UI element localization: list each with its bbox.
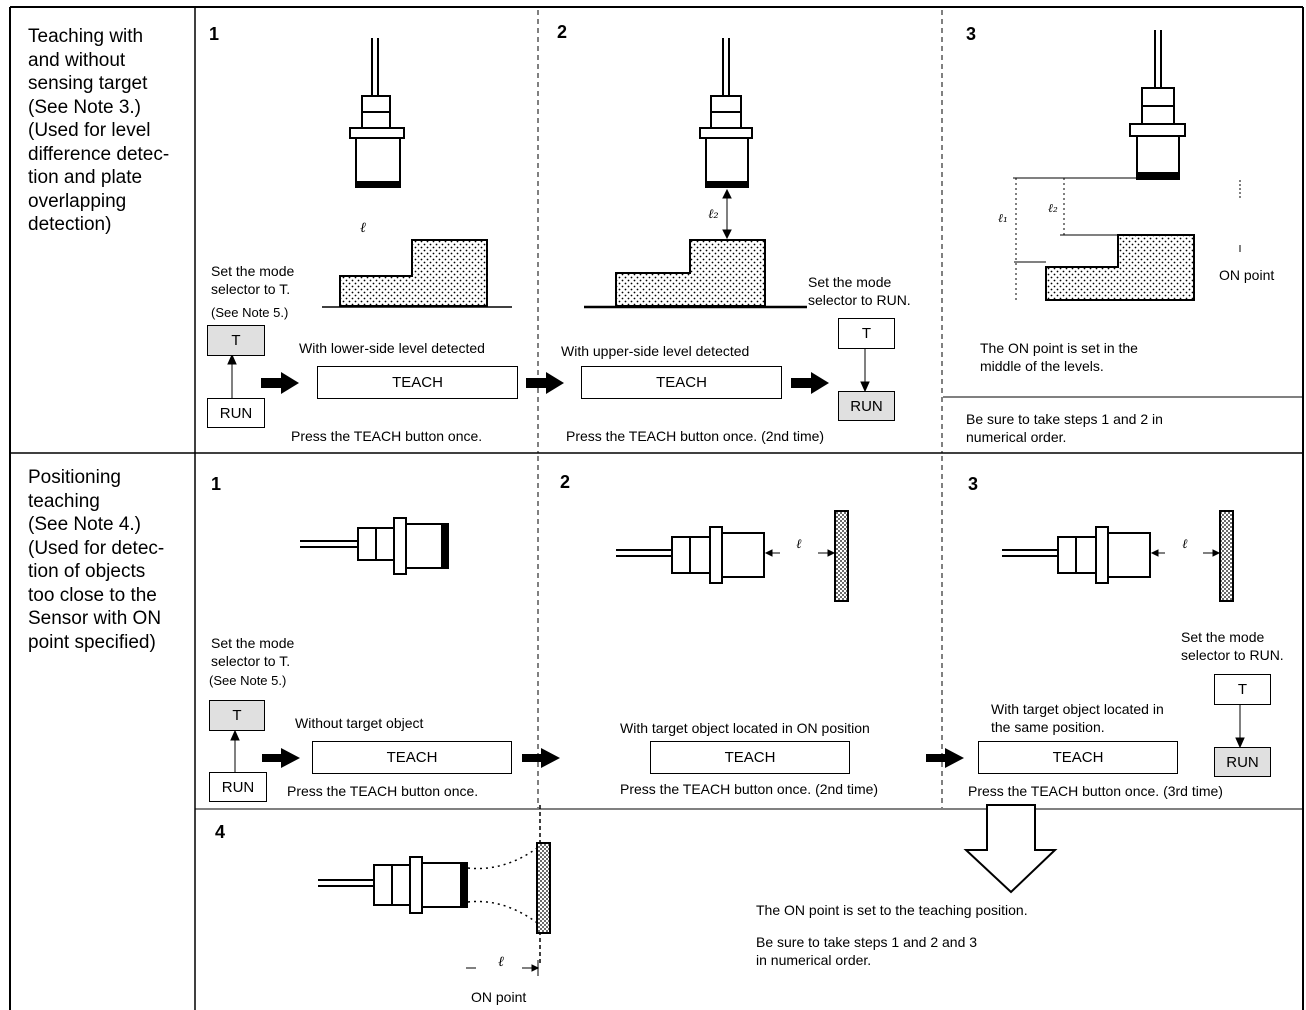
step-block-graphic <box>1045 234 1195 301</box>
press-instruction: Press the TEACH button once. <box>287 783 479 799</box>
selector-arrow-3 <box>230 729 240 773</box>
order-note: in numerical order. <box>756 952 872 968</box>
mode-instruction: selector to T. <box>211 653 291 669</box>
big-down-arrow-icon <box>963 804 1058 894</box>
mode-instruction: Set the mode <box>808 274 892 290</box>
row1-title: Teaching with and without sensing target… <box>28 26 170 235</box>
press-instruction: Press the TEACH button once. <box>291 428 483 444</box>
table-grid <box>9 6 1304 1010</box>
order-note: Be sure to take steps 1 and 2 and 3 <box>756 934 978 950</box>
teach-button[interactable]: TEACH <box>317 366 518 399</box>
step-caption: With upper-side level detected <box>561 343 750 359</box>
selector-arrow-2 <box>860 348 870 393</box>
selector-arrow-1 <box>227 353 237 398</box>
svg-text:ℓ: ℓ <box>1182 537 1188 552</box>
mode-run-box: RUN <box>209 772 267 802</box>
order-note: numerical order. <box>966 429 1067 445</box>
sensor-horizontal-icon <box>1002 526 1151 584</box>
step-number: 1 <box>209 24 220 44</box>
distance-symbol: ℓ <box>498 954 504 970</box>
target-plate-icon <box>1219 510 1234 602</box>
result-description: middle of the levels. <box>980 358 1104 374</box>
press-instruction: Press the TEACH button once. (2nd time) <box>620 781 879 797</box>
step-number: 3 <box>966 24 977 44</box>
step-number: 3 <box>968 474 979 494</box>
press-instruction: Press the TEACH button once. (3rd time) <box>968 783 1223 799</box>
step-number: 2 <box>557 22 568 42</box>
mode-t-box: T <box>209 700 265 731</box>
mode-t-box: T <box>1214 674 1271 705</box>
teach-button[interactable]: TEACH <box>650 741 850 774</box>
selector-arrow-4 <box>1235 705 1245 749</box>
on-point-label: ON point <box>1219 267 1275 283</box>
detection-beam <box>467 805 541 965</box>
press-instruction: Press the TEACH button once. (2nd time) <box>566 428 825 444</box>
flow-arrows-row1 <box>261 372 829 394</box>
sensor-vertical-icon <box>1129 30 1186 180</box>
result-description: The ON point is set to the teaching posi… <box>756 902 1028 918</box>
mode-t-box: T <box>838 318 895 349</box>
step-caption: the same position. <box>991 719 1105 735</box>
level-guides <box>1013 177 1241 300</box>
target-plate-icon <box>834 510 849 602</box>
mode-run-box: RUN <box>838 391 895 421</box>
step-caption: With target object located in ON positio… <box>620 720 870 736</box>
mode-run-box: RUN <box>1214 747 1271 777</box>
svg-text:ℓ₂: ℓ₂ <box>1048 201 1058 215</box>
step-caption: Without target object <box>295 715 424 731</box>
step-caption: With lower-side level detected <box>299 340 485 356</box>
target-plate-icon <box>536 842 551 934</box>
row2-title: Positioning teaching (See Note 4.) (Used… <box>28 467 165 653</box>
note-reference: (See Note 5.) <box>211 305 289 320</box>
mode-instruction: selector to T. <box>211 281 291 297</box>
mode-run-box: RUN <box>207 398 265 428</box>
teach-button[interactable]: TEACH <box>581 366 782 399</box>
result-description: The ON point is set in the <box>980 340 1138 356</box>
on-point-label: ON point <box>471 989 527 1005</box>
step-number: 1 <box>211 474 222 494</box>
sensor-horizontal-icon <box>616 526 765 584</box>
teach-button[interactable]: TEACH <box>978 741 1178 774</box>
order-note: Be sure to take steps 1 and 2 in <box>966 411 1163 427</box>
teach-button[interactable]: TEACH <box>312 741 512 774</box>
step-number: 2 <box>560 472 571 492</box>
step-block-graphic <box>584 239 807 309</box>
note-reference: (See Note 5.) <box>209 673 287 688</box>
step-block-graphic <box>322 239 512 308</box>
distance-arrow <box>722 188 732 240</box>
mode-instruction: selector to RUN. <box>1181 647 1284 663</box>
mode-instruction: Set the mode <box>211 263 295 279</box>
flow-arrows-row2 <box>262 748 964 768</box>
mode-instruction: Set the mode <box>211 635 295 651</box>
sensor-horizontal-icon <box>300 517 449 575</box>
svg-text:ℓ₂: ℓ₂ <box>708 207 719 222</box>
step-caption: With target object located in <box>991 701 1164 717</box>
sensor-vertical-icon <box>699 38 753 188</box>
step-number: 4 <box>215 822 226 842</box>
sensor-horizontal-icon <box>318 856 468 914</box>
sensor-vertical-icon <box>349 38 405 188</box>
mode-t-box: T <box>207 325 265 356</box>
svg-text:ℓ: ℓ <box>360 220 366 236</box>
svg-text:ℓ₁: ℓ₁ <box>998 211 1008 225</box>
mode-instruction: Set the mode <box>1181 629 1265 645</box>
mode-instruction: selector to RUN. <box>808 292 911 308</box>
svg-text:ℓ: ℓ <box>796 537 802 552</box>
